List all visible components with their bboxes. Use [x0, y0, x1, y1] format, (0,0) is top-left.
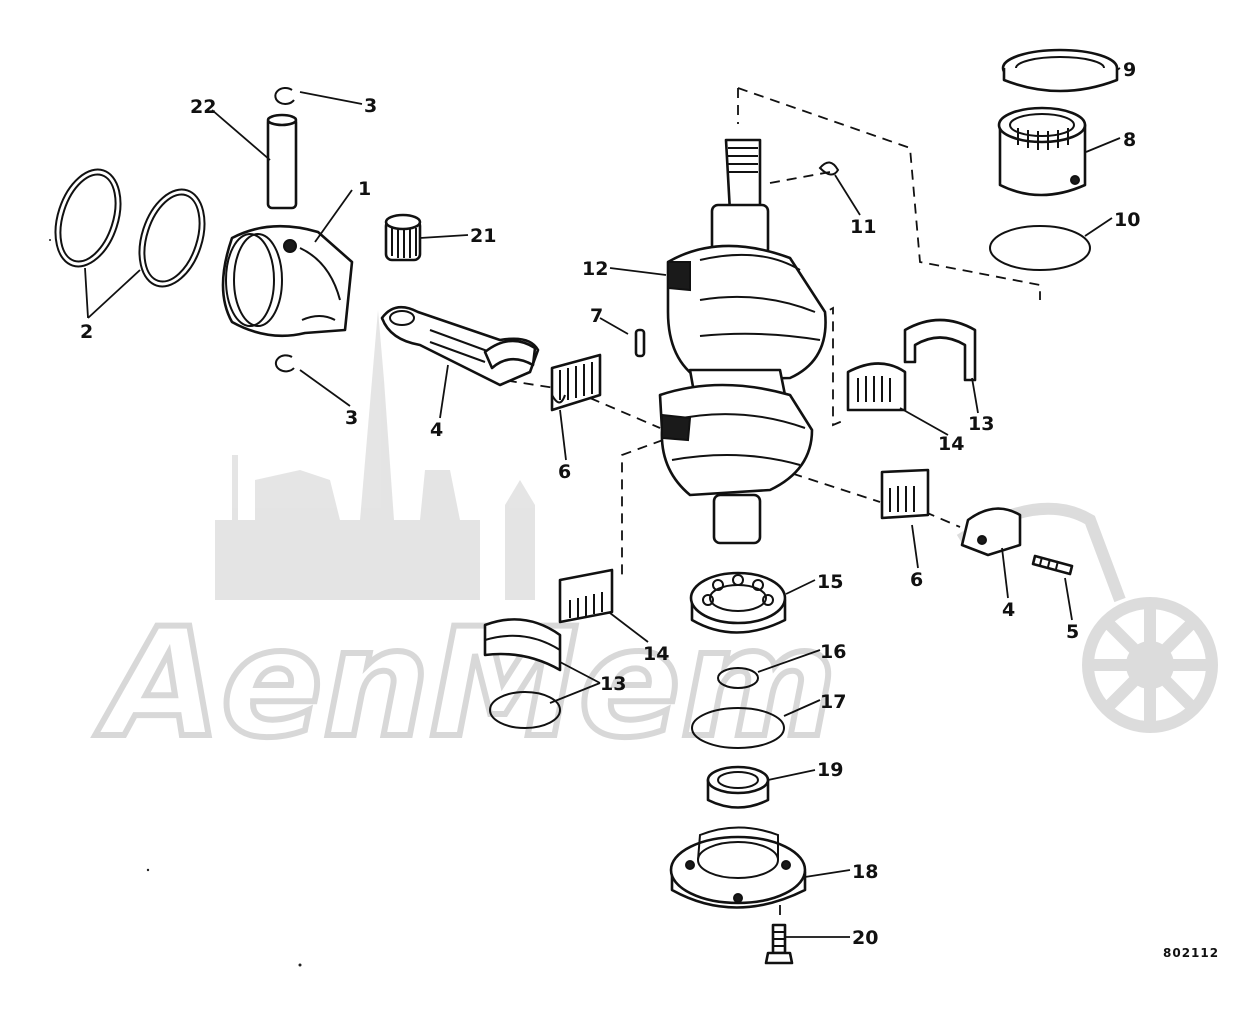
bearing-sleeve [997, 106, 1087, 197]
callout-label: 14 [643, 643, 669, 665]
watermark: AenMem [92, 310, 1218, 774]
callout-label: 9 [1123, 59, 1136, 81]
callout-label: 22 [190, 96, 216, 118]
callout-label: 17 [820, 691, 846, 713]
piston-rings [54, 168, 206, 288]
callout-label: 8 [1123, 129, 1136, 151]
callout-label: 5 [1066, 621, 1079, 643]
bearing-cage-upper [903, 318, 977, 382]
ball-bearing [689, 571, 787, 634]
callout-label: 4 [430, 419, 443, 441]
callout-label: 12 [582, 258, 608, 280]
callout-label: 11 [850, 216, 876, 238]
callout-label: 16 [820, 641, 846, 663]
callout-label: 7 [590, 305, 603, 327]
seal-ring [1001, 48, 1119, 93]
piston [221, 224, 354, 338]
retaining-ring-bottom [274, 354, 295, 373]
callout-label: 10 [1114, 209, 1140, 231]
snap-ring [717, 667, 759, 689]
callout-label: 19 [817, 759, 843, 781]
o-ring-large [989, 225, 1091, 271]
needle-bearing [384, 213, 422, 262]
connecting-rod [380, 305, 540, 387]
callout-label: 4 [1002, 599, 1015, 621]
callout-label: 6 [558, 461, 571, 483]
callout-labels: 1 2 3 3 4 4 5 6 6 7 8 9 10 11 12 13 13 1… [80, 59, 1140, 949]
rod-cap-screw [1031, 554, 1074, 576]
bearing-half-left [550, 353, 602, 412]
roller-bearing-half-upper [846, 362, 907, 412]
drawing-code: 802112 [1163, 946, 1219, 960]
callout-label: 3 [345, 407, 358, 429]
scan-specks [49, 239, 302, 967]
callout-label: 20 [852, 927, 878, 949]
bearing-cage-lower [483, 618, 562, 729]
callout-label: 6 [910, 569, 923, 591]
callout-label: 14 [938, 433, 964, 455]
callout-label: 15 [817, 571, 843, 593]
watermark-skyline [215, 310, 480, 600]
piston-pin [266, 113, 298, 210]
bearing-half-right [880, 468, 930, 520]
watermark-tower-right [505, 480, 535, 600]
oil-seal [706, 765, 770, 809]
housing-bolt [764, 923, 794, 965]
retaining-ring-top [274, 86, 295, 105]
dowel-pin [634, 328, 646, 358]
callout-label: 13 [968, 413, 994, 435]
callout-label: 3 [364, 95, 377, 117]
o-ring-medium [691, 707, 785, 749]
callout-label: 2 [80, 321, 93, 343]
bearing-housing [669, 826, 807, 909]
rod-cap [960, 507, 1022, 557]
roller-bearing-half-lower [558, 568, 614, 624]
callout-label: 13 [600, 673, 626, 695]
callout-label: 18 [852, 861, 878, 883]
crankshaft [658, 138, 840, 545]
leader-lines [84, 67, 1121, 938]
callout-label: 21 [470, 225, 496, 247]
callout-label: 1 [358, 178, 371, 200]
